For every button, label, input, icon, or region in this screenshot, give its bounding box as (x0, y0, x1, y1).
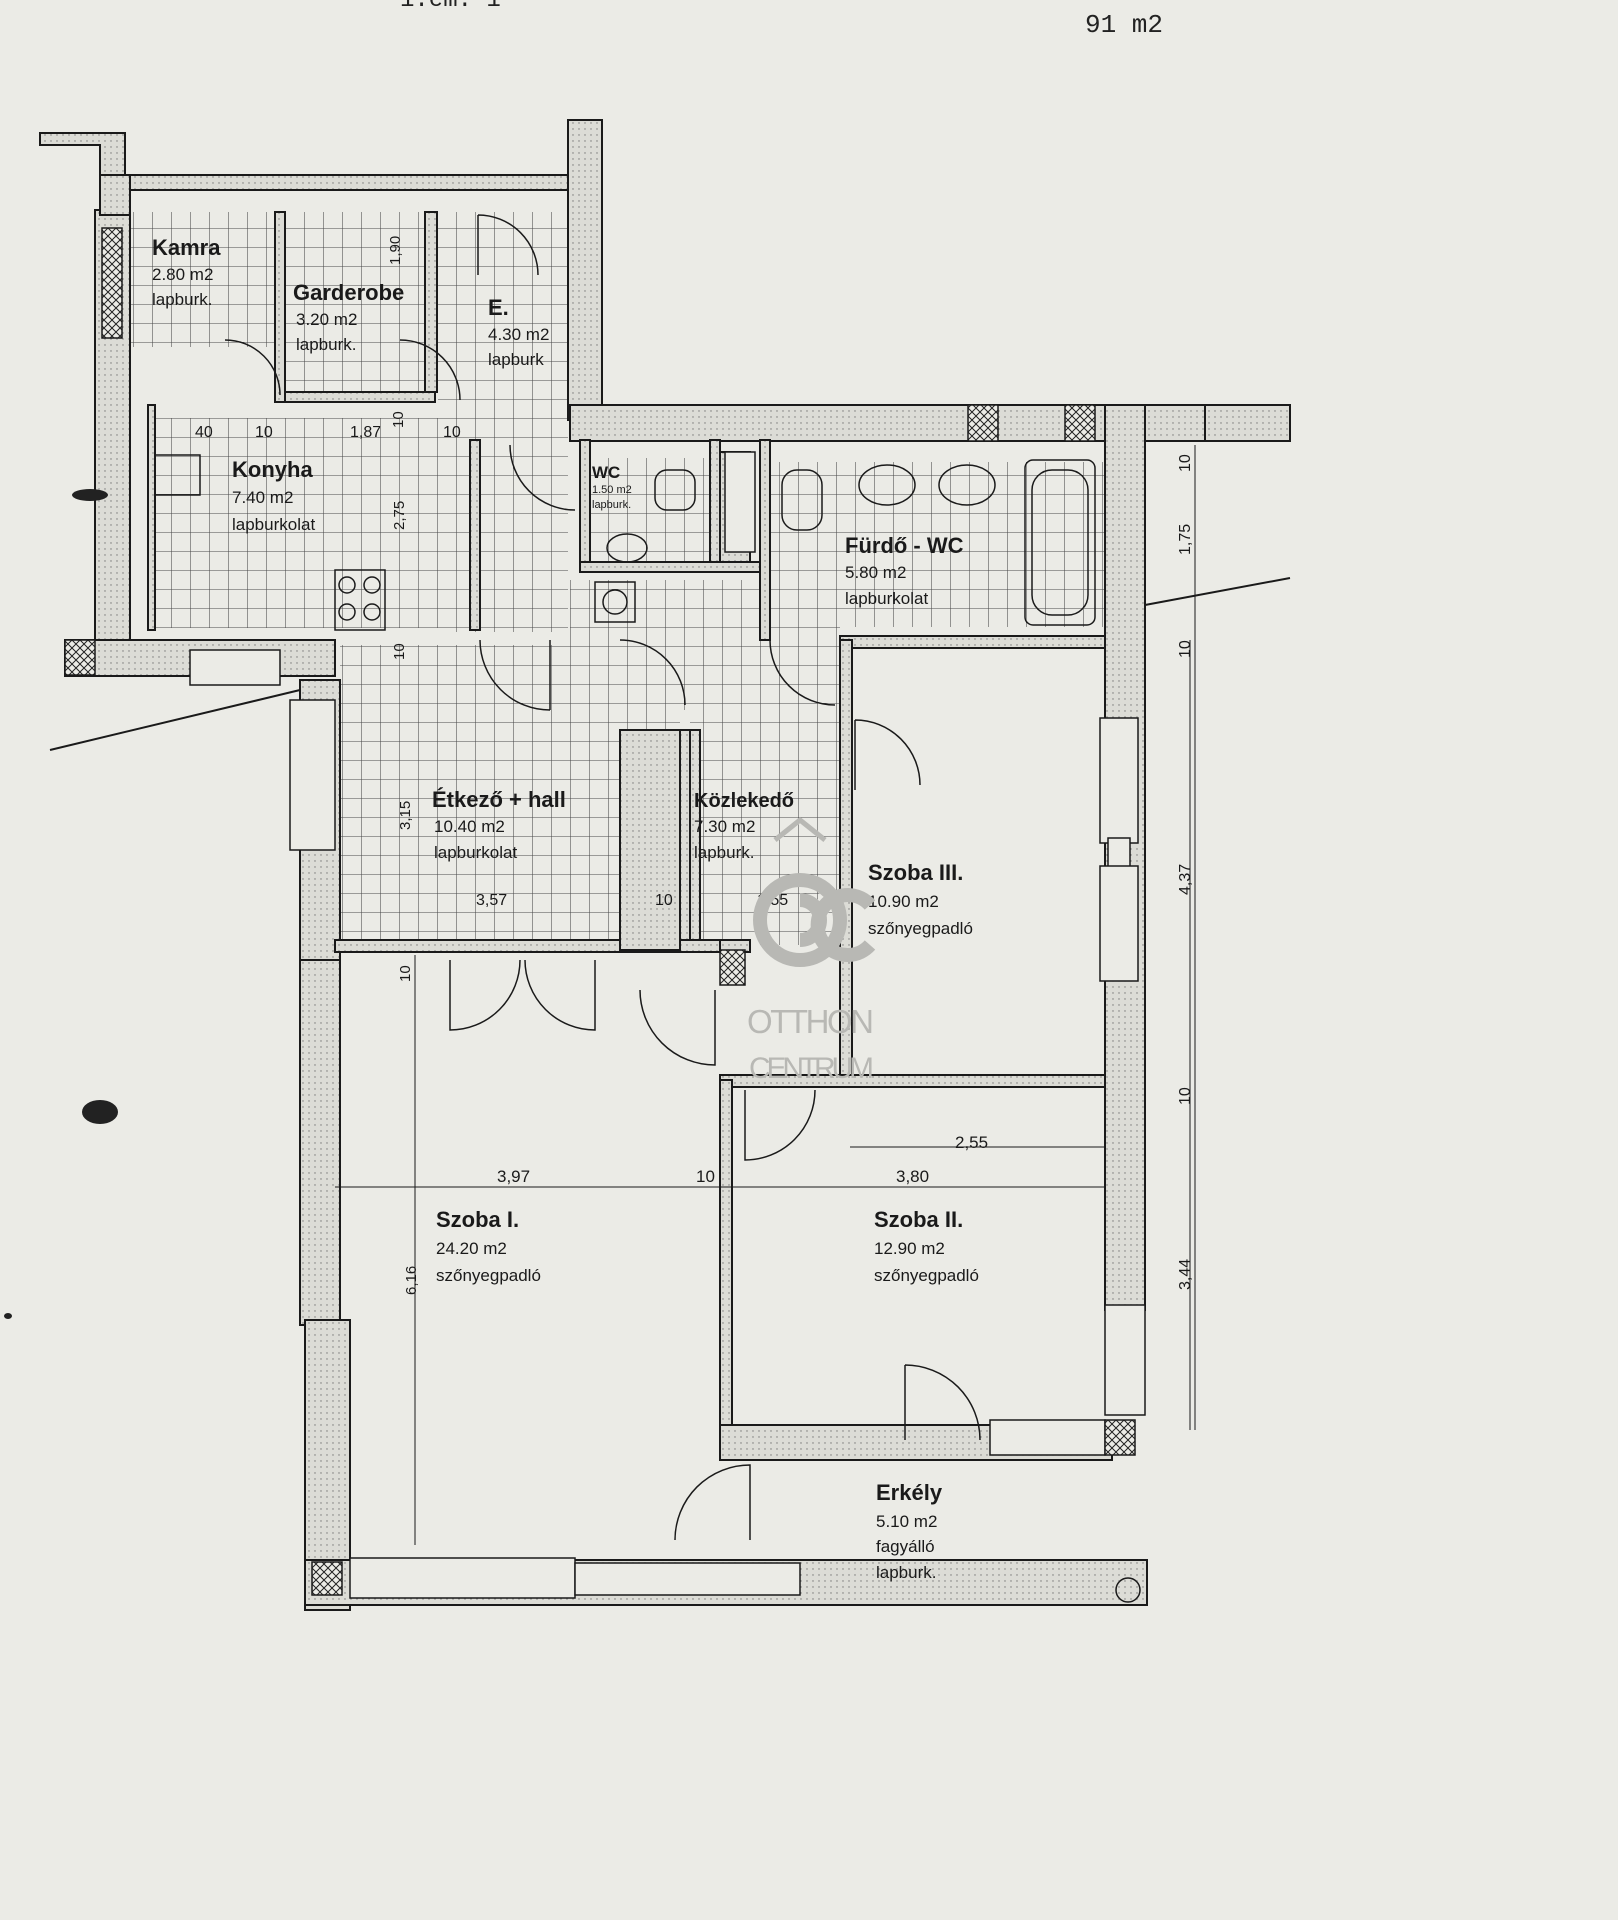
door-swings (224, 214, 981, 1541)
room-etkezo: Étkező + hall 10.40 m2 lapburkolat (432, 787, 566, 862)
room-area: 4.30 m2 (488, 325, 549, 344)
dim-label: 40 (195, 424, 213, 441)
windows (189, 451, 1146, 1599)
room-area: 10.40 m2 (434, 817, 505, 836)
dim-label: 2,55 (955, 1133, 988, 1152)
room-area: 3.20 m2 (296, 310, 357, 329)
dim-label: 1,75 (1177, 524, 1194, 555)
room-furdo: Fürdő - WC 5.80 m2 lapburkolat (845, 533, 964, 608)
watermark-logo: OTTHON CENTRUM (747, 816, 876, 1085)
room-floor: szőnyegpadló (868, 919, 973, 938)
room-area: 7.30 m2 (694, 817, 755, 836)
room-konyha: Konyha 7.40 m2 lapburkolat (232, 457, 315, 534)
fixtures (154, 454, 1141, 1603)
dim-label: 10 (655, 892, 673, 909)
dim-label: 3,97 (497, 1167, 530, 1186)
room-area: 12.90 m2 (874, 1239, 945, 1258)
dim-label: 10 (696, 1167, 715, 1186)
room-szoba3: Szoba III. 10.90 m2 szőnyegpadló (868, 860, 973, 938)
room-eloszoba: E. 4.30 m2 lapburk (488, 295, 549, 369)
room-kamra: Kamra 2.80 m2 lapburk. (152, 235, 221, 309)
room-floor: szőnyegpadló (436, 1266, 541, 1285)
room-kozlekedo: Közlekedő 7.30 m2 lapburk. (694, 790, 794, 862)
room-name: WC (592, 463, 620, 482)
room-floor: lapburk. (152, 290, 212, 309)
dim-label: 3,15 (397, 801, 414, 830)
room-name: Étkező + hall (432, 787, 566, 812)
room-area: 2.80 m2 (152, 265, 213, 284)
room-floor: szőnyegpadló (874, 1266, 979, 1285)
dim-label: 4,37 (1177, 864, 1194, 895)
dim-label: 10 (397, 965, 414, 982)
room-area: 10.90 m2 (868, 892, 939, 911)
room-name: Erkély (876, 1480, 943, 1505)
watermark-line2: CENTRUM (749, 1052, 874, 1085)
room-name: Szoba II. (874, 1207, 963, 1232)
dim-label: 10 (391, 643, 408, 660)
dimension-lines (335, 445, 1196, 1545)
room-floor: fagyálló (876, 1537, 935, 1556)
room-floor: lapburkolat (434, 843, 517, 862)
room-floor: lapburk. (296, 335, 356, 354)
room-floor: lapburkolat (845, 589, 928, 608)
columns (64, 227, 1136, 1596)
room-name: Konyha (232, 457, 313, 482)
dim-label: 10 (443, 424, 461, 441)
room-floor: lapburk (488, 350, 544, 369)
dim-label: 1,87 (350, 424, 381, 441)
dim-label: 10 (255, 424, 273, 441)
room-floor: lapburkolat (232, 515, 315, 534)
dim-label: 10 (390, 411, 407, 428)
exterior-lines (49, 577, 1291, 1430)
room-area: 5.80 m2 (845, 563, 906, 582)
dim-label: 3,44 (1177, 1259, 1194, 1290)
room-area: 1.50 m2 (592, 484, 632, 496)
room-name: Kamra (152, 235, 221, 260)
dim-label: 3,80 (896, 1167, 929, 1186)
dim-label: 10 (1177, 640, 1194, 658)
title-partial: 1.em. 1 (400, 0, 501, 14)
ink-smudges (4, 489, 118, 1319)
room-szoba1: Szoba I. 24.20 m2 szőnyegpadló (436, 1207, 541, 1285)
room-floor: lapburk. (592, 499, 631, 511)
dim-label: 1,90 (387, 236, 404, 265)
watermark-line1: OTTHON (747, 1003, 874, 1040)
room-erkely: Erkély 5.10 m2 fagyálló lapburk. (876, 1480, 943, 1582)
room-area: 5.10 m2 (876, 1512, 937, 1531)
room-name: Szoba III. (868, 860, 963, 885)
room-name: Garderobe (293, 280, 404, 305)
dim-label: 10 (1177, 1087, 1194, 1105)
dim-label: 2,75 (391, 501, 408, 530)
dim-label: 6,16 (403, 1266, 420, 1295)
room-area: 24.20 m2 (436, 1239, 507, 1258)
room-floor: lapburk. (694, 843, 754, 862)
room-floor: lapburk. (876, 1563, 936, 1582)
room-garderobe: Garderobe 3.20 m2 lapburk. (293, 280, 404, 354)
room-area: 7.40 m2 (232, 488, 293, 507)
room-szoba2: Szoba II. 12.90 m2 szőnyegpadló (874, 1207, 979, 1285)
dimensions: 1,90 40 10 1,87 10 10 2,75 10 3,15 3,57 … (195, 236, 1194, 1295)
room-wc: WC 1.50 m2 lapburk. (592, 463, 632, 511)
dim-label: 3,57 (476, 892, 507, 909)
room-name: E. (488, 295, 509, 320)
room-name: Fürdő - WC (845, 533, 964, 558)
total-area: 91 m2 (1085, 10, 1163, 40)
room-name: Szoba I. (436, 1207, 519, 1232)
room-name: Közlekedő (694, 790, 794, 812)
dim-label: 10 (1177, 454, 1194, 472)
